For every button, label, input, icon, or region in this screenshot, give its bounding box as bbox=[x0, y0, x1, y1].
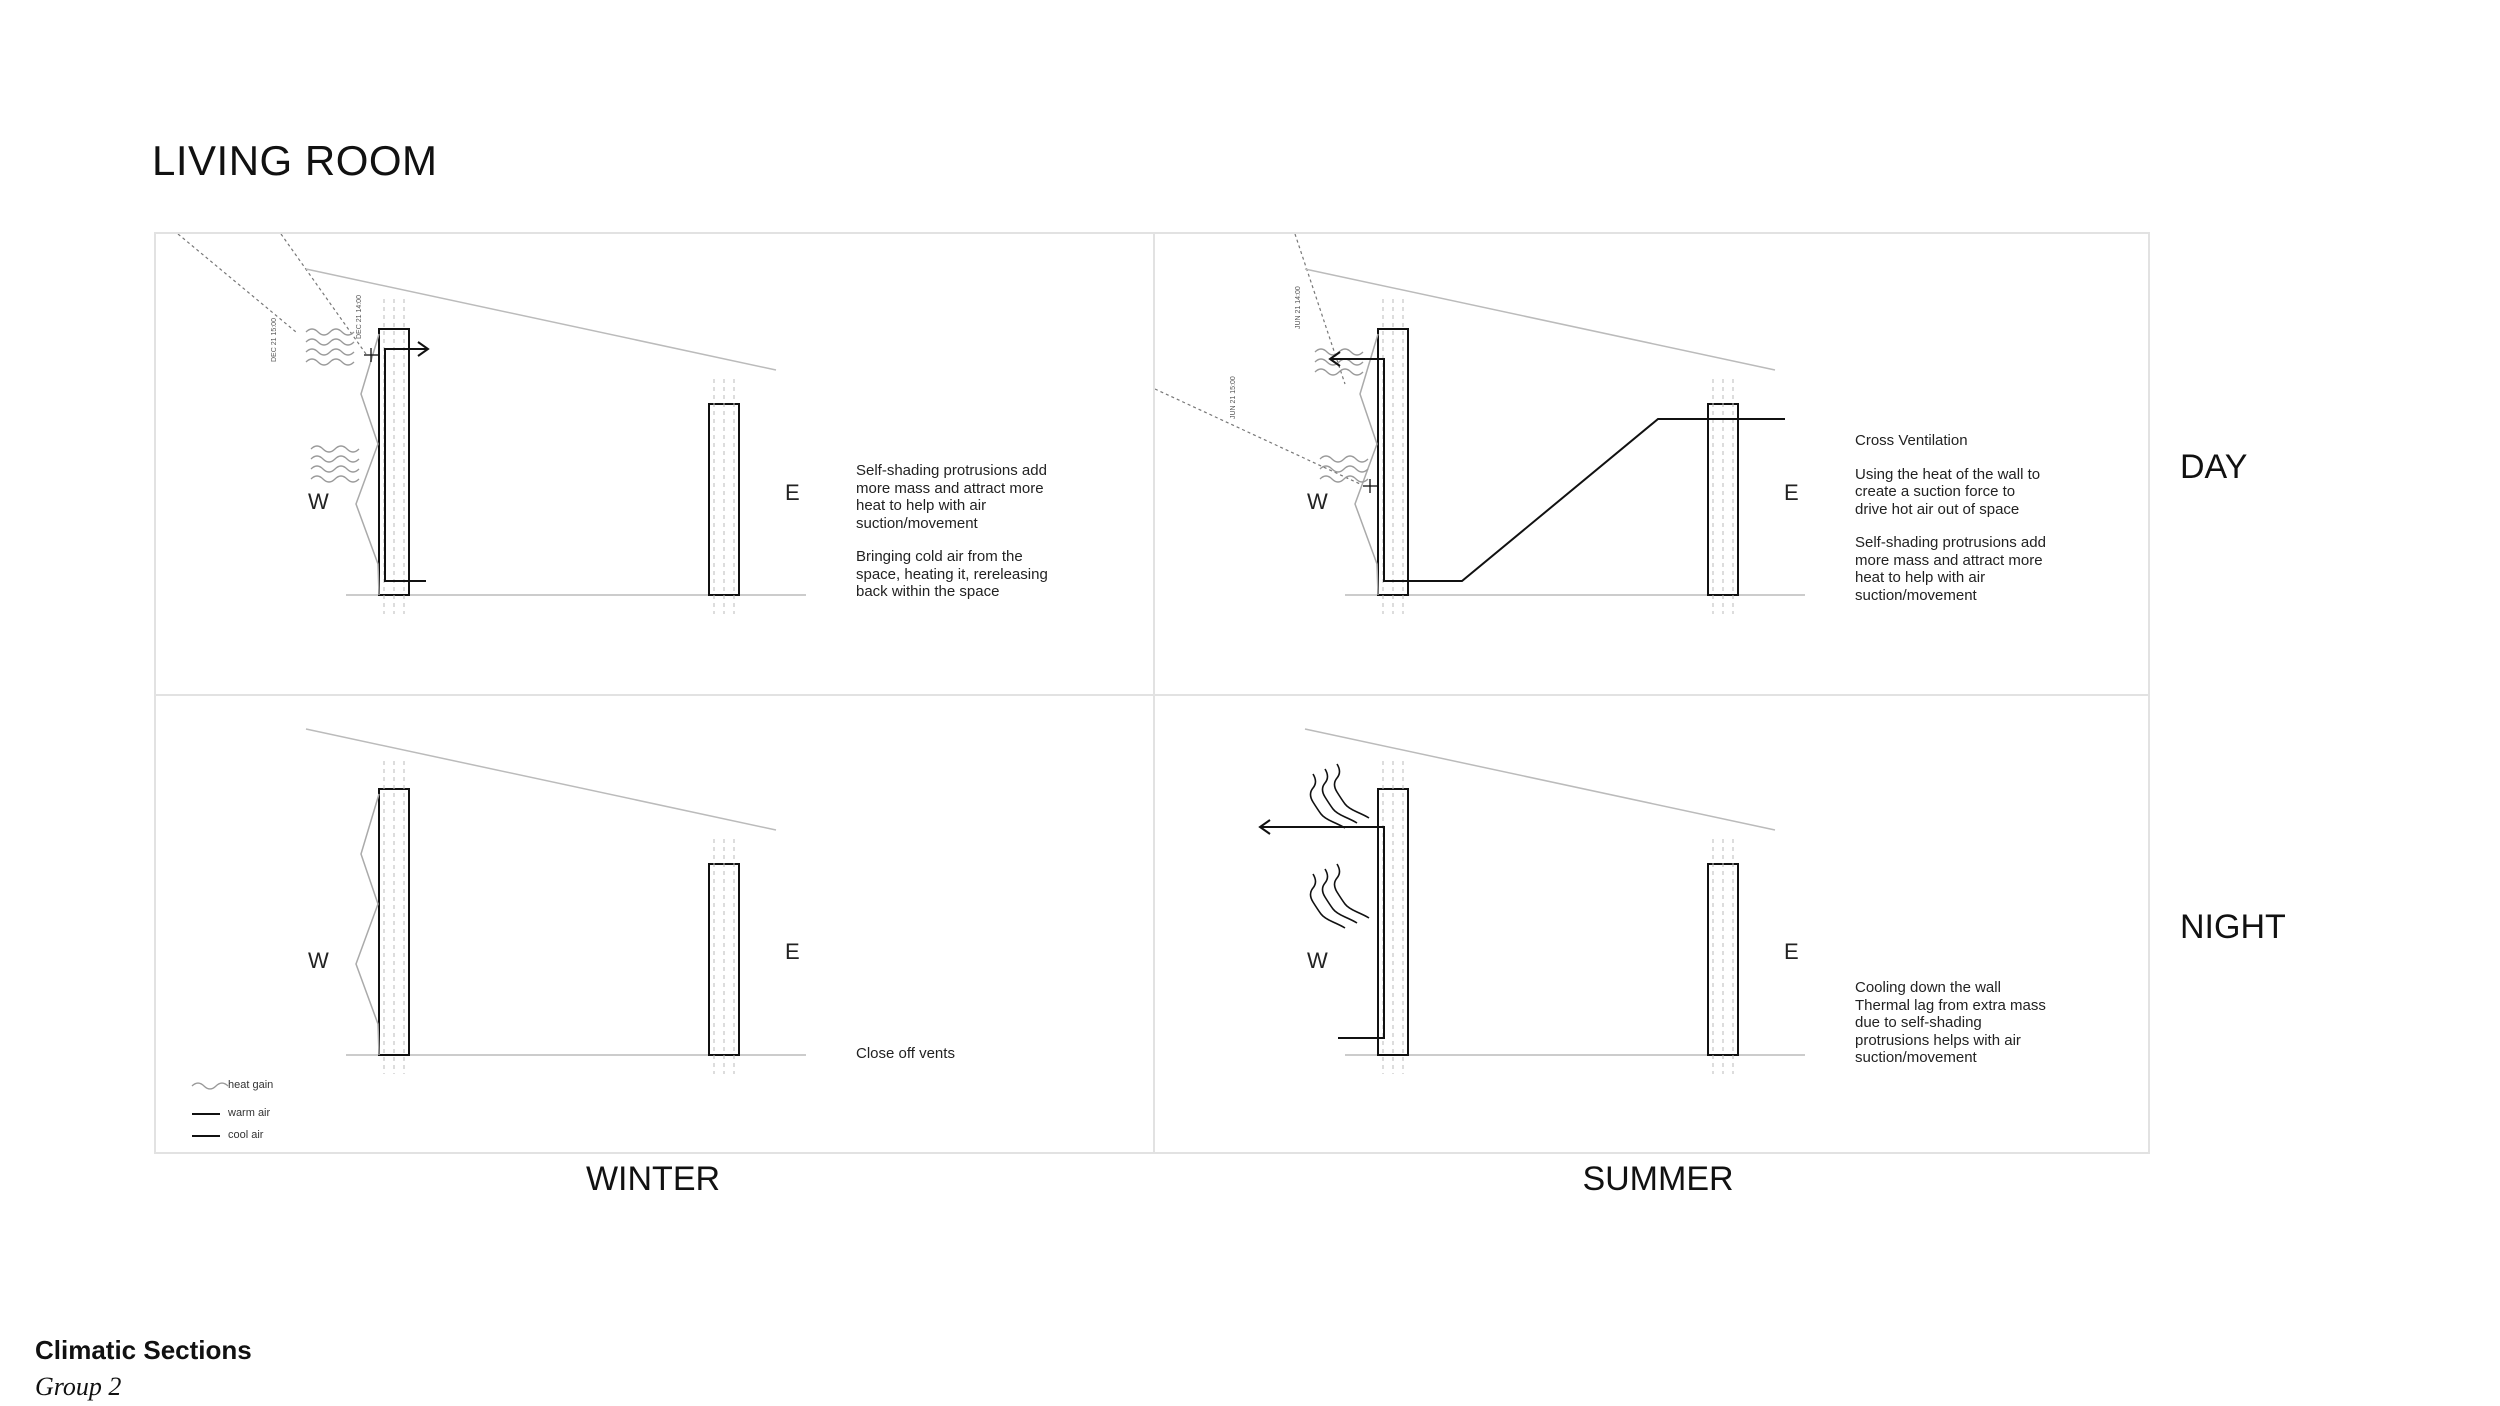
sections-grid: DEC 21 15:00 DEC 21 14:00 W E Self-shadi… bbox=[154, 232, 2150, 1154]
legend-warm-air-label: warm air bbox=[228, 1107, 271, 1119]
west-label: W bbox=[1307, 489, 1328, 514]
footer-title: Climatic Sections bbox=[35, 1335, 252, 1365]
sun-ray-line bbox=[177, 234, 297, 333]
cross-ventilation-path bbox=[1330, 358, 1785, 582]
grid-divider-vertical bbox=[1153, 234, 1155, 1152]
column-label-winter: WINTER bbox=[585, 1160, 721, 1198]
section-drawing-summer-day bbox=[1155, 234, 1805, 614]
note: Using the heat of the wall to create a s… bbox=[1855, 465, 2041, 518]
protrusion-profile bbox=[355, 793, 380, 1056]
arrow-left-icon bbox=[1328, 351, 1341, 367]
arrow-right-icon bbox=[417, 341, 430, 357]
sun-angle-label: DEC 21 15:00 bbox=[271, 318, 278, 362]
note: Cross Ventilation bbox=[1855, 432, 1968, 449]
legend-heat-gain-label: heat gain bbox=[228, 1079, 274, 1091]
protrusion-profile bbox=[355, 333, 380, 596]
note: Self-shading protrusions add more mass a… bbox=[856, 462, 1047, 532]
row-label-day: DAY bbox=[2180, 448, 2248, 486]
section-drawing-winter-night bbox=[191, 728, 806, 1137]
protrusion-profile bbox=[1354, 333, 1379, 596]
column-label-summer: SUMMER bbox=[1582, 1160, 1734, 1198]
sun-angle-label: JUN 21 14:00 bbox=[1295, 286, 1302, 329]
east-label: E bbox=[785, 939, 800, 964]
annotation-winter-night: Close off vents bbox=[856, 1045, 1056, 1063]
row-label-night: NIGHT bbox=[2180, 908, 2286, 946]
note: Bringing cold air from the space, heatin… bbox=[856, 548, 1048, 601]
note: Self-shading protrusions add more mass a… bbox=[1855, 534, 2046, 604]
page-title: LIVING ROOM bbox=[152, 137, 438, 184]
east-label: E bbox=[1784, 939, 1799, 964]
footer-subtitle: Group 2 bbox=[35, 1372, 122, 1401]
roof-line bbox=[305, 728, 777, 831]
roof-line bbox=[305, 268, 777, 371]
section-drawing-winter-day bbox=[177, 234, 806, 614]
sun-ray-line bbox=[1294, 234, 1346, 385]
east-label: E bbox=[1784, 480, 1799, 505]
warm-air-path bbox=[384, 348, 428, 582]
roof-line bbox=[1304, 728, 1776, 831]
note: Close off vents bbox=[856, 1045, 955, 1062]
west-label: W bbox=[1307, 948, 1328, 973]
panel-winter-night: W E Close off vents heat gain warm air c… bbox=[156, 696, 1153, 1156]
annotation-summer-night: Cooling down the wall Thermal lag from e… bbox=[1855, 979, 2055, 1067]
sun-ray-line bbox=[280, 234, 367, 355]
sun-angle-label: DEC 21 14:00 bbox=[356, 295, 363, 339]
panel-summer-day: JUN 21 14:00 JUN 21 15:00 W E Cross Vent… bbox=[1155, 234, 2152, 694]
vent-marker-icon bbox=[1363, 479, 1377, 493]
east-label: E bbox=[785, 480, 800, 505]
cool-air-path bbox=[1260, 826, 1385, 1039]
panel-winter-day: DEC 21 15:00 DEC 21 14:00 W E Self-shadi… bbox=[156, 234, 1153, 694]
vent-marker-icon bbox=[364, 348, 378, 362]
west-label: W bbox=[308, 489, 329, 514]
annotation-winter-day: Self-shading protrusions add more mass a… bbox=[856, 462, 1056, 601]
annotation-summer-day: Cross Ventilation Using the heat of the … bbox=[1855, 432, 2050, 604]
grid-divider-horizontal bbox=[156, 694, 2148, 696]
heat-release-icon bbox=[1309, 763, 1370, 929]
heat-gain-icon bbox=[1314, 348, 1369, 483]
legend-heat-gain-icon bbox=[191, 1082, 229, 1090]
section-drawing-summer-night bbox=[1258, 728, 1805, 1074]
panel-summer-night: W E Cooling down the wall Thermal lag fr… bbox=[1155, 696, 2152, 1156]
heat-gain-icon bbox=[305, 328, 360, 483]
legend-cool-air-label: cool air bbox=[228, 1129, 264, 1141]
sun-angle-label: JUN 21 15:00 bbox=[1230, 376, 1237, 419]
note: Cooling down the wall Thermal lag from e… bbox=[1855, 979, 2046, 1067]
west-label: W bbox=[308, 948, 329, 973]
sun-ray-line bbox=[1155, 388, 1361, 485]
roof-line bbox=[1304, 268, 1776, 371]
arrow-left-icon bbox=[1258, 819, 1271, 835]
